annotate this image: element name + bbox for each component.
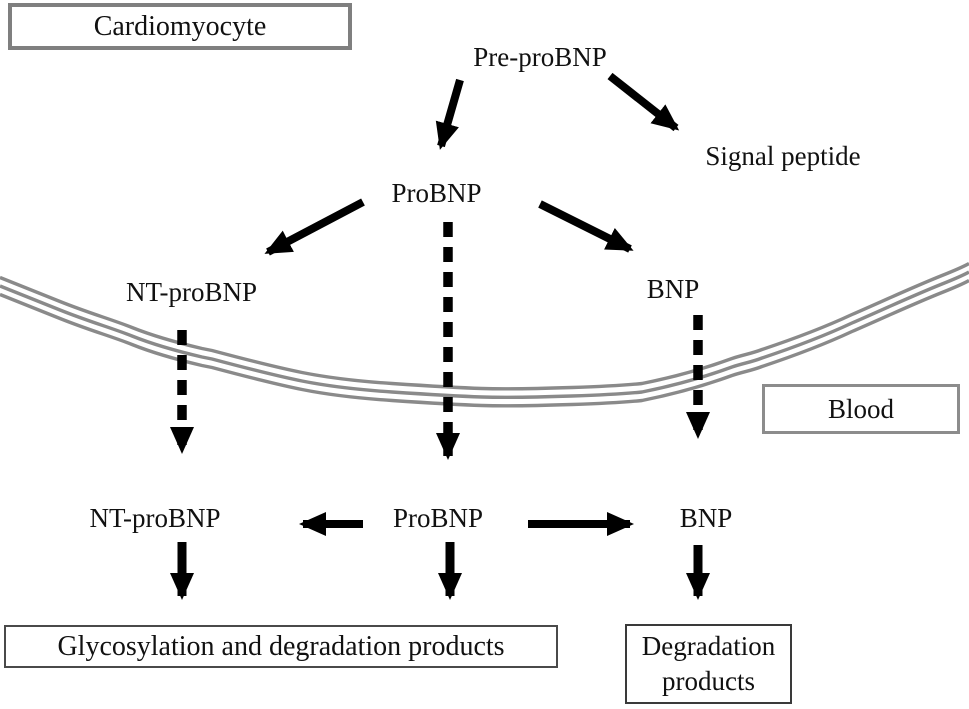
arrow-preprobnp-to-signal-peptide (607, 72, 680, 132)
blood-compartment-label: Blood (762, 384, 960, 434)
cell-membrane (0, 262, 969, 408)
node-nt-probnp-lower: NT-proBNP (89, 503, 221, 533)
arrow-probnp-to-ntprobnp (264, 198, 365, 256)
arrow-preprobnp-to-probnp (435, 78, 464, 150)
node-bnp-lower: BNP (679, 503, 733, 533)
arrow-probnp-to-bnp (538, 200, 634, 253)
node-probnp-lower: ProBNP (392, 503, 484, 533)
glycosylation-products-box: Glycosylation and degradation products (4, 625, 558, 668)
node-pre-probnp: Pre-proBNP (473, 42, 607, 72)
cardiomyocyte-compartment-label: Cardiomyocyte (8, 3, 352, 50)
node-bnp-upper: BNP (646, 274, 700, 304)
node-probnp-upper: ProBNP (391, 178, 482, 208)
node-signal-peptide: Signal peptide (705, 141, 861, 171)
degradation-products-box: Degradation products (625, 624, 792, 704)
node-nt-probnp-upper: NT-proBNP (125, 277, 258, 307)
